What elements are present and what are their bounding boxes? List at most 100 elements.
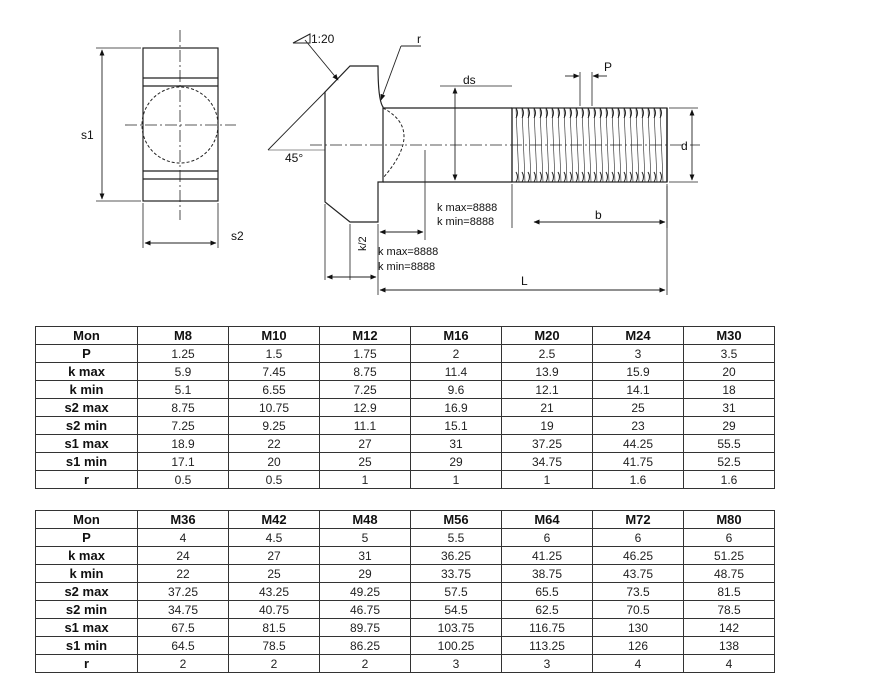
table-cell: 41.75 bbox=[592, 452, 684, 471]
table-cell: 24 bbox=[137, 546, 229, 565]
table-cell: 1 bbox=[501, 470, 593, 489]
thread-line bbox=[581, 107, 586, 183]
table-cell: 9.25 bbox=[228, 416, 320, 435]
thread-line bbox=[611, 107, 616, 183]
thread-line bbox=[623, 107, 628, 183]
table-cell: 67.5 bbox=[137, 618, 229, 637]
table-cell: 34.75 bbox=[501, 452, 593, 471]
table-cell: 12.9 bbox=[319, 398, 411, 417]
thread-line bbox=[575, 107, 580, 183]
thread-crest-bottom bbox=[611, 171, 614, 183]
row-label: s1 max bbox=[35, 434, 138, 453]
end-view bbox=[96, 30, 236, 248]
table-cell: 5.5 bbox=[410, 528, 502, 547]
row-label: k max bbox=[35, 546, 138, 565]
header-cell: M30 bbox=[683, 326, 775, 345]
thread-line bbox=[641, 107, 646, 183]
table-cell: 142 bbox=[683, 618, 775, 637]
row-label: s2 min bbox=[35, 416, 138, 435]
table-cell: 27 bbox=[319, 434, 411, 453]
row-label: s2 min bbox=[35, 600, 138, 619]
table-cell: 14.1 bbox=[592, 380, 684, 399]
thread-line bbox=[587, 107, 592, 183]
thread-crest-bottom bbox=[629, 171, 632, 183]
taper-leader bbox=[304, 39, 339, 81]
k-min-upper-label: k min=8888 bbox=[437, 216, 494, 228]
b-label: b bbox=[595, 208, 602, 222]
thread-crest-bottom bbox=[569, 171, 572, 183]
table-cell: 0.5 bbox=[228, 470, 320, 489]
thread-line bbox=[527, 107, 532, 183]
table-cell: 2.5 bbox=[501, 344, 593, 363]
thread-crest-bottom bbox=[587, 171, 590, 183]
table-cell: 19 bbox=[501, 416, 593, 435]
table-cell: 2 bbox=[137, 654, 229, 673]
table-cell: 5 bbox=[319, 528, 411, 547]
header-cell: M12 bbox=[319, 326, 411, 345]
row-label: k min bbox=[35, 564, 138, 583]
header-cell: M72 bbox=[592, 510, 684, 529]
row-label: P bbox=[35, 528, 138, 547]
thread-line bbox=[635, 107, 640, 183]
thread-crest-bottom bbox=[521, 171, 524, 183]
table-cell: 37.25 bbox=[501, 434, 593, 453]
table-cell: 31 bbox=[319, 546, 411, 565]
thread-line bbox=[617, 107, 622, 183]
table-cell: 2 bbox=[410, 344, 502, 363]
thread-line bbox=[563, 107, 568, 183]
table-cell: 130 bbox=[592, 618, 684, 637]
thread-crest-bottom bbox=[557, 171, 560, 183]
bolt-drawing: s1 s2 bbox=[81, 30, 700, 295]
thread-crest-bottom bbox=[563, 171, 566, 183]
s1-label: s1 bbox=[81, 128, 94, 142]
table-cell: 3 bbox=[410, 654, 502, 673]
table-cell: 22 bbox=[228, 434, 320, 453]
table-header-row: Mon M8 M10 M12 M16 M20 M24 M30 bbox=[35, 326, 775, 345]
row-label: k min bbox=[35, 380, 138, 399]
thread-line bbox=[521, 107, 526, 183]
table-cell: 5.1 bbox=[137, 380, 229, 399]
thread-crest-bottom bbox=[527, 171, 530, 183]
ds-label: ds bbox=[463, 73, 476, 87]
taper-label: 1:20 bbox=[311, 32, 335, 46]
table-cell: 40.75 bbox=[228, 600, 320, 619]
thread-crest-bottom bbox=[647, 171, 650, 183]
side-view bbox=[267, 39, 700, 295]
header-cell: M10 bbox=[228, 326, 320, 345]
head-hidden-arc bbox=[382, 107, 405, 179]
thread-crest-bottom bbox=[593, 171, 596, 183]
table-cell: 126 bbox=[592, 636, 684, 655]
table-cell: 57.5 bbox=[410, 582, 502, 601]
table-cell: 9.6 bbox=[410, 380, 502, 399]
table-cell: 54.5 bbox=[410, 600, 502, 619]
k-max-upper-label: k max=8888 bbox=[437, 202, 497, 214]
bolt-head bbox=[324, 65, 384, 223]
table-cell: 5.9 bbox=[137, 362, 229, 381]
table-cell: 29 bbox=[319, 564, 411, 583]
table-cell: 22 bbox=[137, 564, 229, 583]
table-cell: 7.25 bbox=[137, 416, 229, 435]
thread-crest-bottom bbox=[623, 171, 626, 183]
table-cell: 1 bbox=[410, 470, 502, 489]
header-cell: M64 bbox=[501, 510, 593, 529]
table-cell: 49.25 bbox=[319, 582, 411, 601]
thread-crest-bottom bbox=[533, 171, 536, 183]
table-cell: 34.75 bbox=[137, 600, 229, 619]
table-cell: 41.25 bbox=[501, 546, 593, 565]
thread-crest-bottom bbox=[545, 171, 548, 183]
table-cell: 73.5 bbox=[592, 582, 684, 601]
thread-crest-bottom bbox=[617, 171, 620, 183]
l-label: L bbox=[521, 274, 528, 288]
table-cell: 13.9 bbox=[501, 362, 593, 381]
thread-line bbox=[629, 107, 634, 183]
table-cell: 4 bbox=[683, 654, 775, 673]
thread-crest-bottom bbox=[551, 171, 554, 183]
table-cell: 6.55 bbox=[228, 380, 320, 399]
thread-line bbox=[515, 107, 520, 183]
